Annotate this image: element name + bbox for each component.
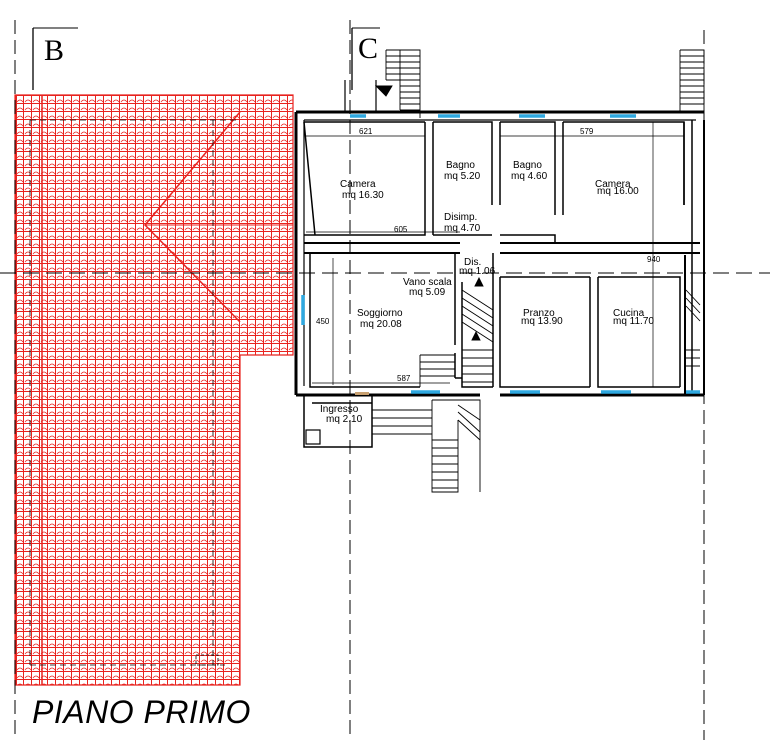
stairs-bottom xyxy=(372,399,481,493)
room-area-pranzo: mq 13.90 xyxy=(521,316,563,327)
room-area-dis: mq 1.06 xyxy=(459,266,496,277)
building-walls xyxy=(294,80,705,448)
roof-area xyxy=(14,94,294,686)
dimension-605: 605 xyxy=(394,225,408,234)
room-name-vano-scala: Vano scala xyxy=(403,277,452,288)
room-area-bagno-1: mq 5.20 xyxy=(444,171,481,182)
floor-title: PIANO PRIMO xyxy=(32,694,251,730)
room-name-cucina: Cucina xyxy=(613,308,645,319)
room-name-bagno-1: Bagno xyxy=(446,160,475,171)
room-area-camera-1: mq 16.30 xyxy=(342,190,384,201)
room-area-ingresso: mq 2.10 xyxy=(326,414,363,425)
dimension-579: 579 xyxy=(580,127,594,136)
room-name-ingresso: Ingresso xyxy=(320,404,359,415)
room-name-disimp: Disimp. xyxy=(444,212,477,223)
room-area-camera-2: mq 16.00 xyxy=(597,186,639,197)
windows xyxy=(301,114,700,394)
room-labels: Camera mq 16.30 Bagno mq 5.20 Bagno mq 4… xyxy=(320,160,654,425)
room-area-soggiorno: mq 20.08 xyxy=(360,319,402,330)
dimension-450: 450 xyxy=(316,317,330,326)
axis-label-b: B xyxy=(44,34,64,67)
room-area-disimp: mq 4.70 xyxy=(444,223,481,234)
room-area-bagno-2: mq 4.60 xyxy=(511,171,548,182)
room-name-camera-2: Camera xyxy=(595,179,631,190)
room-name-bagno-2: Bagno xyxy=(513,160,542,171)
dimension-587: 587 xyxy=(397,374,411,383)
axis-lines xyxy=(0,20,770,740)
dimension-940: 940 xyxy=(647,255,661,264)
room-name-dis: Dis. xyxy=(464,257,481,268)
room-name-pranzo: Pranzo xyxy=(523,308,555,319)
stairs-top-left xyxy=(374,49,421,118)
dimension-621: 621 xyxy=(359,127,373,136)
room-name-soggiorno: Soggiorno xyxy=(357,308,403,319)
door-threshold xyxy=(355,392,369,395)
room-area-vano-scala: mq 5.09 xyxy=(409,287,446,298)
room-name-camera-1: Camera xyxy=(340,179,376,190)
stairs-interior xyxy=(419,276,494,387)
axis-label-c: C xyxy=(358,32,378,65)
stairs-right-edge xyxy=(685,289,701,367)
dimension-lines xyxy=(306,122,684,387)
stairs-top-right xyxy=(679,49,705,112)
room-area-cucina: mq 11.70 xyxy=(613,316,654,327)
